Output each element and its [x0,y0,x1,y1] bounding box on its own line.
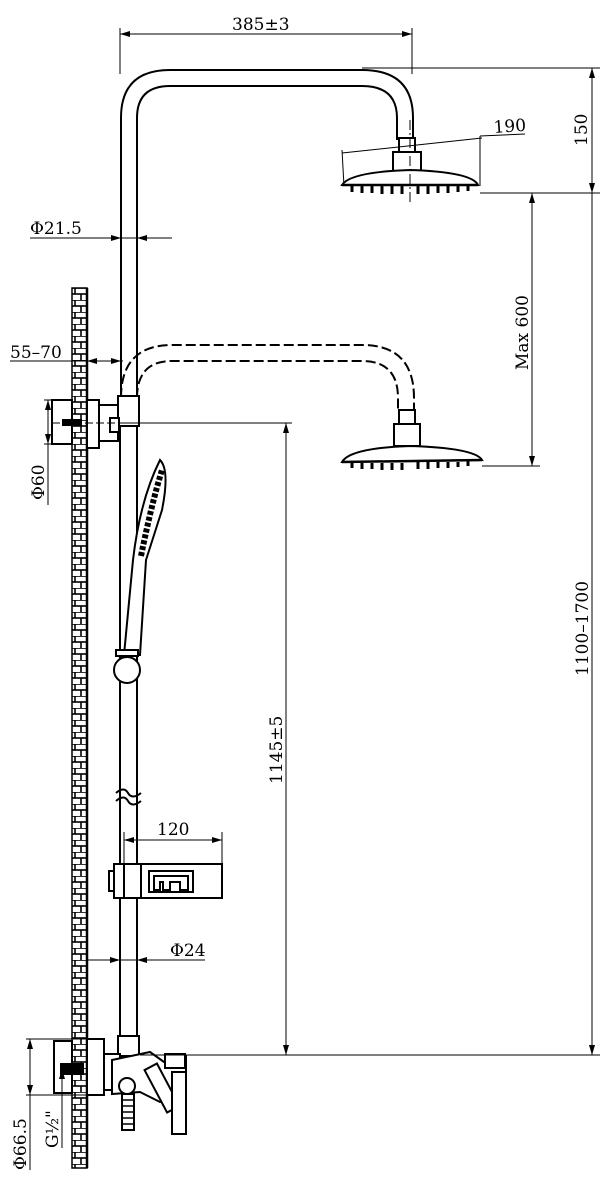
label-pipe-diameter: Φ21.5 [30,219,82,239]
label-head-diameter: 190 [493,116,527,138]
lower-shower-arm [120,344,415,410]
label-valve-flange: Φ66.5 [11,1118,31,1170]
dimension-lines [10,28,600,1170]
label-slide-range: Max 600 [513,295,533,370]
hand-shower [113,458,167,684]
label-wall-flange: Φ60 [29,464,49,500]
label-wall-gap: 55–70 [10,343,62,363]
label-inlet-thread: G½" [43,1110,63,1148]
label-total-height: 1100–1700 [573,581,593,676]
dimension-labels: 385±3 190 150 Φ21.5 Max 600 55–70 Φ60 11… [10,15,593,1170]
label-shelf-width: 120 [157,820,189,840]
label-lower-pipe-diameter: Φ24 [170,941,206,961]
upper-wall-bracket [51,399,120,449]
label-mount-height: 1145±5 [267,716,287,784]
label-head-offset: 150 [572,114,592,146]
shelf [108,863,223,899]
dimension-arrows [27,31,595,1095]
upper-rain-head [340,120,480,205]
lower-rain-head [340,409,484,470]
upper-shower-arm [120,69,414,400]
riser-pipe [115,395,142,1057]
label-arm-reach: 385±3 [232,15,290,35]
